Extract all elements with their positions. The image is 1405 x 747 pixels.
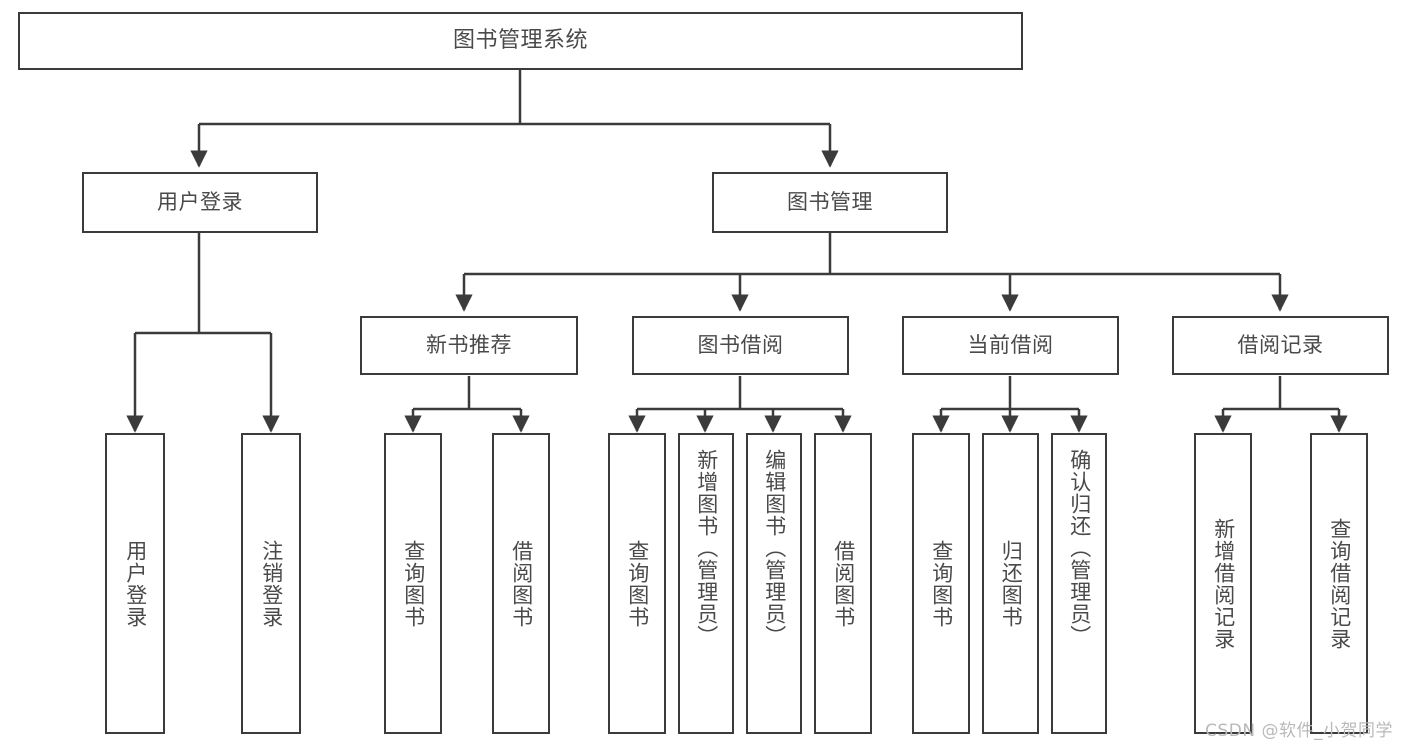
node-label: 查询图书: [625, 539, 650, 628]
node-label: 注销登录: [259, 539, 284, 628]
node-label: 归还图书: [999, 539, 1024, 628]
node-leaf-logout-login[interactable]: 注销登录: [241, 433, 301, 734]
node-book-borrow[interactable]: 图书借阅: [632, 316, 849, 375]
csdn-watermark: CSDN @软件_小贺同学: [1205, 721, 1393, 741]
node-label: 借阅记录: [1237, 333, 1324, 358]
node-label: 新增图书（管理员）: [694, 449, 719, 647]
node-label: 查询图书: [401, 539, 426, 628]
node-leaf-add-record[interactable]: 新增借阅记录: [1194, 433, 1252, 734]
node-label: 新增借阅记录: [1211, 517, 1236, 650]
node-leaf-query-book-1[interactable]: 查询图书: [384, 433, 442, 734]
node-label: 查询图书: [929, 539, 954, 628]
node-label: 编辑图书（管理员）: [762, 449, 787, 647]
node-label: 确认归还（管理员）: [1067, 449, 1092, 647]
node-label: 借阅图书: [831, 539, 856, 628]
node-label: 新书推荐: [426, 333, 512, 358]
node-borrow-record[interactable]: 借阅记录: [1172, 316, 1389, 375]
node-label: 查询借阅记录: [1327, 517, 1352, 650]
node-label: 图书管理: [787, 190, 873, 215]
node-leaf-return-book[interactable]: 归还图书: [982, 433, 1039, 734]
node-book-manage[interactable]: 图书管理: [712, 172, 948, 233]
node-label: 图书管理系统: [452, 28, 588, 54]
node-leaf-query-record[interactable]: 查询借阅记录: [1310, 433, 1368, 734]
node-leaf-edit-book[interactable]: 编辑图书（管理员）: [746, 433, 802, 734]
node-current-borrow[interactable]: 当前借阅: [902, 316, 1119, 375]
node-label: 当前借阅: [967, 333, 1054, 358]
node-leaf-borrow-book-1[interactable]: 借阅图书: [492, 433, 550, 734]
node-label: 用户登录: [157, 190, 243, 215]
node-new-book-recommend[interactable]: 新书推荐: [360, 316, 578, 375]
node-user-login[interactable]: 用户登录: [82, 172, 318, 233]
node-leaf-add-book[interactable]: 新增图书（管理员）: [678, 433, 734, 734]
node-leaf-borrow-book-2[interactable]: 借阅图书: [814, 433, 872, 734]
node-label: 借阅图书: [509, 539, 534, 628]
node-leaf-query-book-3[interactable]: 查询图书: [912, 433, 970, 734]
node-label: 用户登录: [123, 539, 148, 628]
node-label: 图书借阅: [697, 333, 784, 358]
node-leaf-user-login[interactable]: 用户登录: [105, 433, 165, 734]
node-root-system[interactable]: 图书管理系统: [18, 12, 1023, 70]
node-leaf-confirm-return[interactable]: 确认归还（管理员）: [1051, 433, 1107, 734]
node-leaf-query-book-2[interactable]: 查询图书: [608, 433, 666, 734]
